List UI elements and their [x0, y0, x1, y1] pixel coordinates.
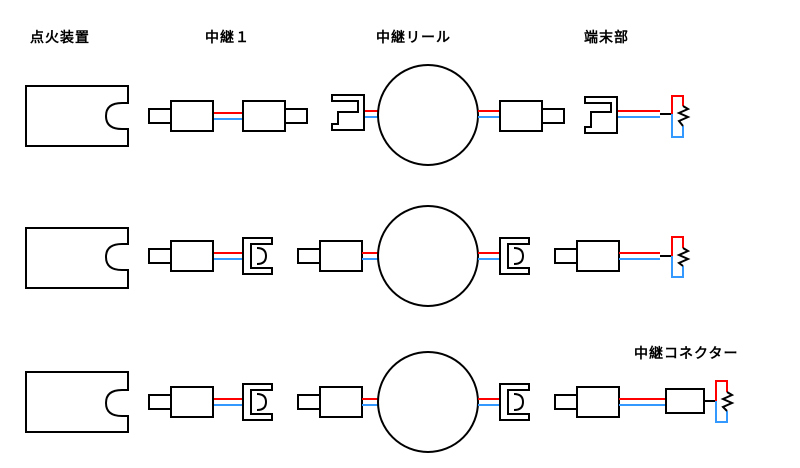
relay-reel-drum	[377, 351, 479, 453]
heater-element	[676, 105, 691, 127]
socket-u-shape	[499, 383, 530, 421]
terminal-red-lead	[671, 236, 684, 256]
label-relay-connector: 中継コネクター	[634, 345, 738, 362]
socket-u-shape	[499, 237, 530, 275]
row-3	[25, 351, 735, 453]
connector-plug	[297, 394, 321, 410]
heater-element	[676, 247, 691, 267]
connector-body	[499, 100, 543, 132]
connector-body	[170, 100, 214, 132]
socket-u-shape	[256, 247, 268, 265]
heater-element	[720, 391, 735, 412]
terminal-red-lead	[715, 380, 728, 401]
connector-body	[576, 240, 620, 272]
terminal-blue-lead	[715, 401, 728, 423]
socket-u-shape	[242, 383, 273, 421]
connector-body	[242, 100, 286, 132]
connector-plug	[148, 248, 172, 264]
socket-u-shape	[256, 393, 268, 411]
row-1	[25, 64, 691, 166]
connector-body	[319, 386, 363, 418]
label-relay-1: 中継１	[205, 29, 250, 46]
socket-u-shape	[331, 94, 365, 131]
connector-body	[170, 240, 214, 272]
igniter-block	[25, 85, 129, 147]
connector-plug	[554, 394, 578, 410]
socket-u-shape	[513, 247, 525, 265]
relay-connector	[665, 388, 705, 414]
connector-plug	[148, 394, 172, 410]
terminal-red-lead	[671, 95, 684, 114]
connector-plug	[297, 248, 321, 264]
connector-plug	[541, 108, 565, 124]
terminal-blue-lead	[671, 114, 684, 138]
connector-plug	[284, 108, 308, 124]
igniter-block	[25, 371, 129, 433]
igniter-block	[25, 227, 129, 289]
label-igniter: 点火装置	[30, 29, 90, 46]
row-2	[25, 205, 691, 307]
relay-reel-drum	[377, 205, 479, 307]
terminal-blue-lead	[671, 256, 684, 278]
connector-plug	[554, 248, 578, 264]
socket-u-shape	[584, 96, 618, 134]
relay-reel-drum	[377, 64, 479, 166]
label-terminal: 端末部	[584, 29, 629, 46]
socket-u-shape	[242, 237, 273, 275]
connector-body	[576, 386, 620, 418]
label-relay-reel: 中継リール	[376, 29, 451, 46]
connector-body	[319, 240, 363, 272]
connector-plug	[148, 108, 172, 124]
socket-u-shape	[513, 393, 525, 411]
connector-body	[170, 386, 214, 418]
